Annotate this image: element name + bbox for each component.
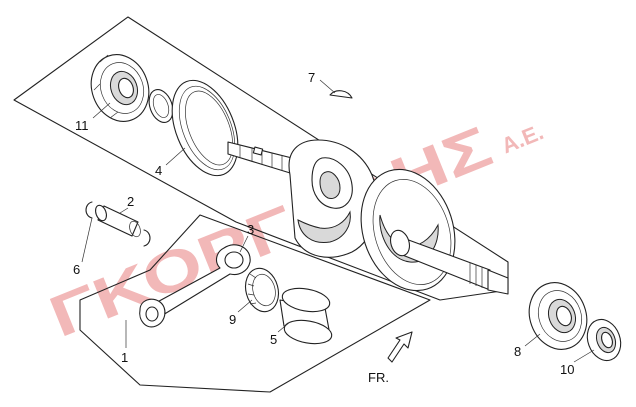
bearing-8 [528,282,588,350]
callout-8: 8 [514,344,521,359]
callout-labels: 11 7 4 2 6 3 9 5 1 8 10 [73,70,574,377]
callout-5: 5 [270,332,277,347]
callout-3: 3 [247,222,254,237]
woodruff-key-7 [329,90,353,99]
callout-11: 11 [75,118,89,133]
snap-ring [148,89,174,123]
callout-4: 4 [155,163,162,178]
crank-web-left [288,139,378,258]
crank-pin-5 [279,287,333,345]
callout-9: 9 [229,312,236,327]
front-direction-arrow: FR. [368,331,413,385]
callout-6: 6 [73,262,80,277]
piston-pin-2 [95,204,141,238]
assembly-frame-lower [79,214,431,393]
crankshaft-right-shaft [389,229,509,295]
callout-7: 7 [308,70,315,85]
connecting-rod-3 [139,244,251,328]
leader-lines [81,79,595,363]
oil-seal-10 [586,318,622,362]
circlips-6 [85,201,151,247]
bearing-11 [90,54,150,122]
oil-seal-4 [171,79,239,177]
callout-10: 10 [560,362,574,377]
watermark-suffix: Α.Ε. [498,119,547,158]
needle-bearing-9 [244,267,280,313]
direction-label: FR. [368,370,389,385]
callout-1: 1 [121,350,128,365]
callout-2: 2 [127,194,134,209]
